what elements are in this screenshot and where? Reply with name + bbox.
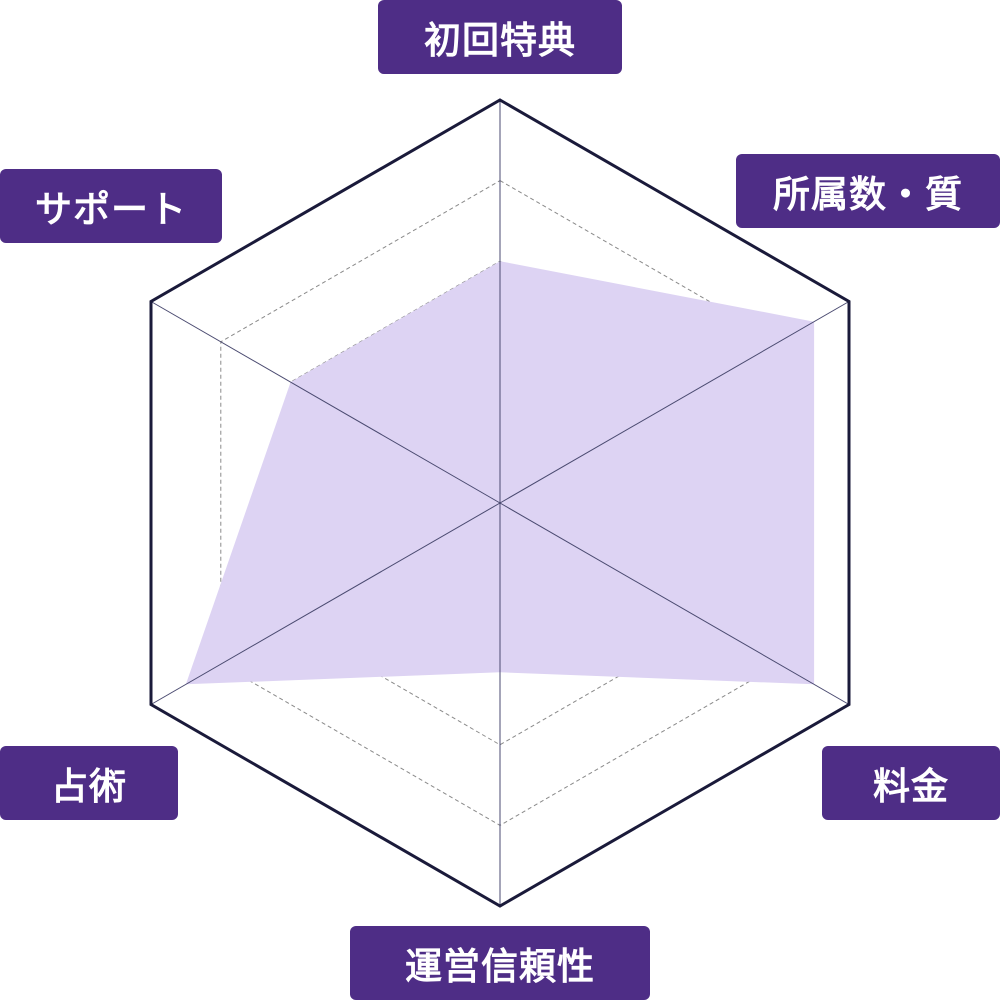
axis-spoke-1 <box>499 301 850 504</box>
axis-spoke-5 <box>150 301 501 504</box>
axis-label-price: 料金 <box>822 746 1000 820</box>
axis-label-reliability: 運営信頼性 <box>350 926 650 1000</box>
axis-label-affiliation: 所属数・質 <box>736 154 1000 228</box>
axis-label-divination: 占術 <box>0 746 178 820</box>
outer-hexagon <box>149 98 851 908</box>
axis-spokes <box>150 100 850 906</box>
axis-spoke-4 <box>150 502 501 705</box>
axis-label-support: サポート <box>0 169 222 243</box>
axis-spoke-2 <box>499 502 850 705</box>
axis-label-first-bonus: 初回特典 <box>378 0 622 74</box>
outer-ring <box>149 98 851 908</box>
